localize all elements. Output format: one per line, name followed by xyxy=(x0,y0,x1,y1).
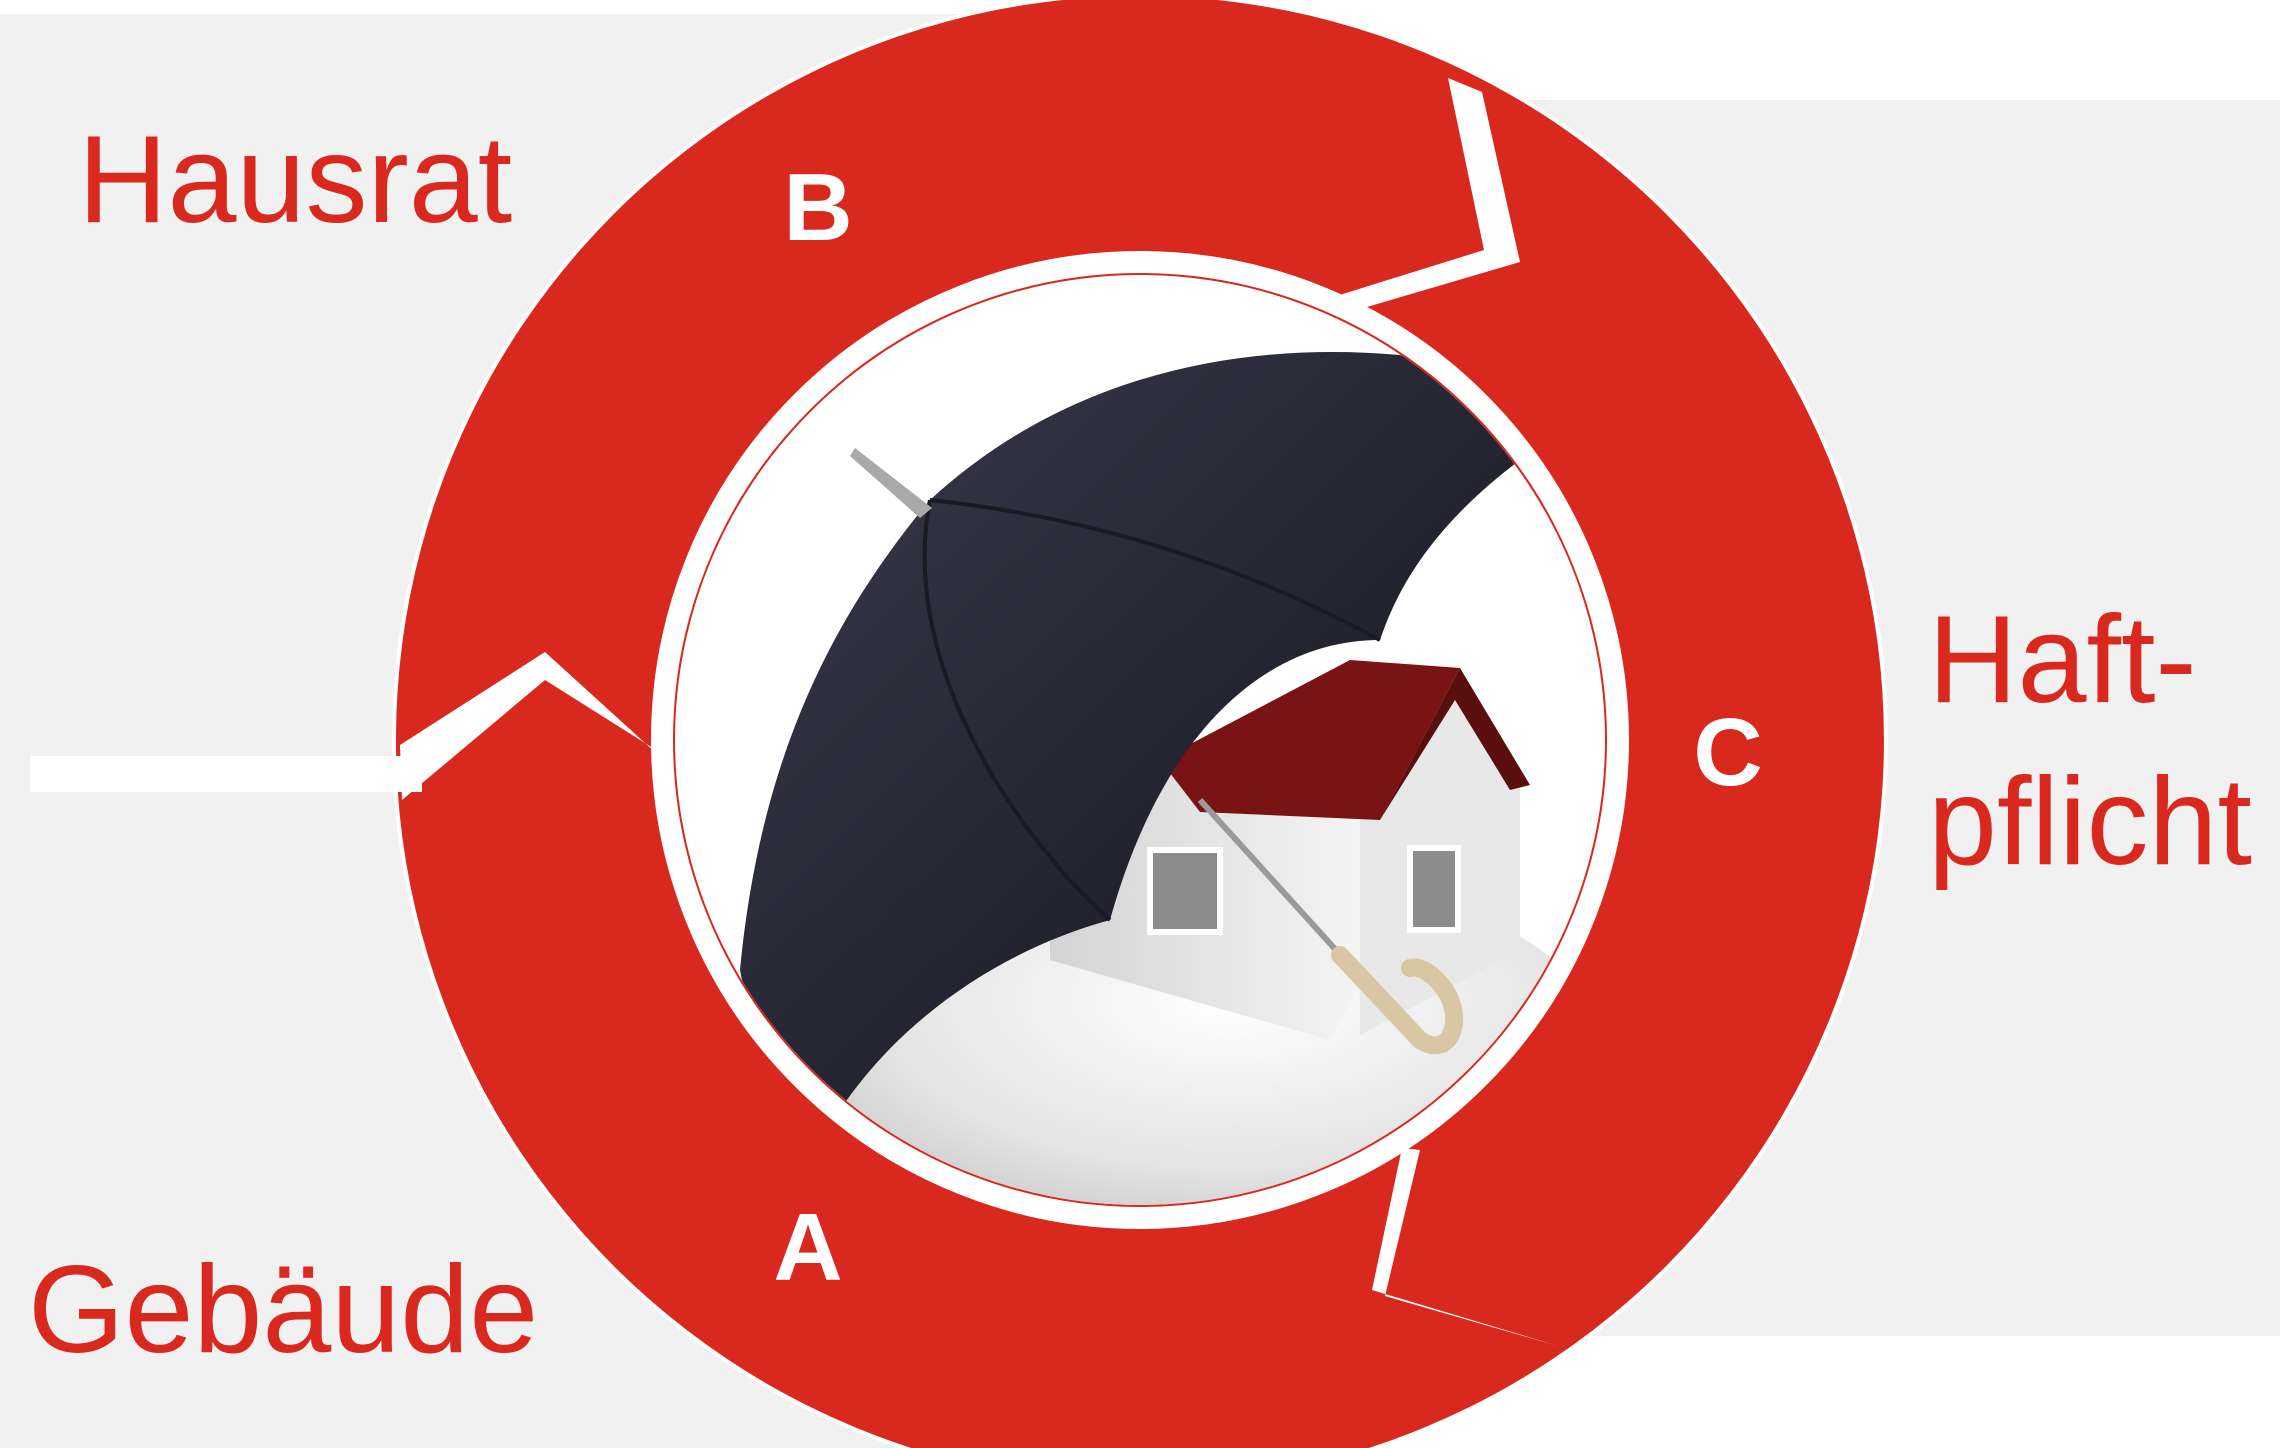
segment-letter-c: C xyxy=(1693,699,1762,806)
segment-letter-b: B xyxy=(783,154,852,261)
label-gebaeude: Gebäude xyxy=(28,1248,538,1372)
window-right xyxy=(1410,848,1458,930)
label-hausrat: Hausrat xyxy=(78,118,512,242)
label-haftpflicht-line2: pflicht xyxy=(1928,760,2252,884)
label-haftpflicht-line1: Haft- xyxy=(1928,598,2197,722)
left-connector-line xyxy=(30,756,422,792)
segment-letter-a: A xyxy=(773,1194,842,1301)
window-left xyxy=(1150,850,1220,932)
